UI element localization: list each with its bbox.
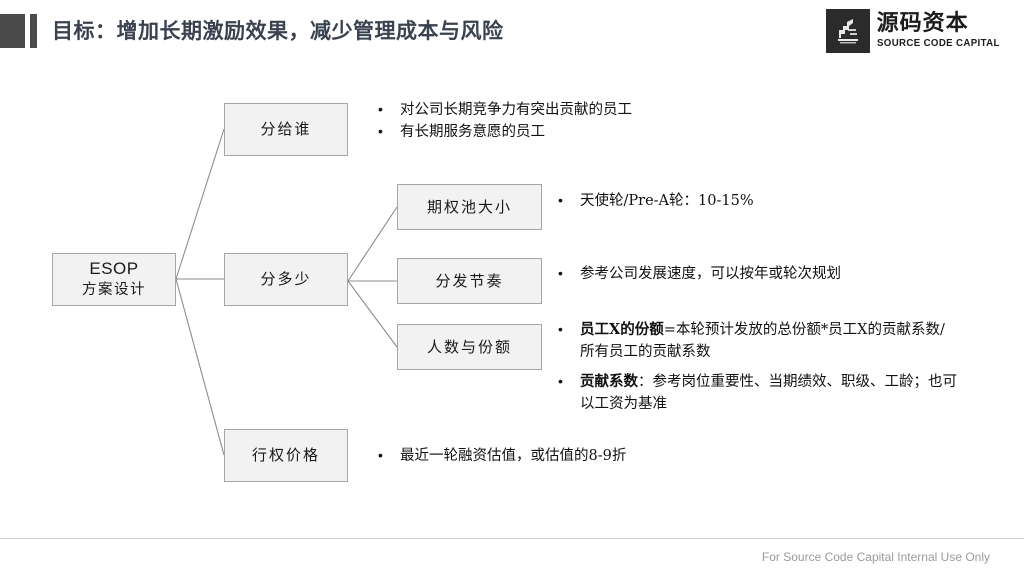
bullet-text: 员工X的份额=本轮预计发放的总份额*员工X的贡献系数/所有员工的贡献系数 — [580, 319, 958, 364]
bullet-definition: =本轮预计发放的总份额*员工X的贡献系数/所有员工的贡献系数 — [580, 322, 945, 361]
bullet-dot-icon: • — [378, 101, 383, 117]
node-distribution-rhythm[interactable]: 分发节奏 — [397, 258, 542, 304]
footer-divider — [0, 538, 1024, 539]
page-title: 目标：增加长期激励效果，减少管理成本与风险 — [52, 19, 504, 43]
title-accent-block — [0, 14, 25, 48]
bullets-who-gets: • 对公司长期竞争力有突出贡献的员工 • 有长期服务意愿的员工 — [378, 99, 798, 144]
node-pool-size-label: 期权池大小 — [426, 197, 512, 216]
bullet-term: 贡献系数 — [580, 372, 638, 390]
node-how-much-label: 分多少 — [260, 270, 312, 289]
bullet-dot-icon: • — [558, 265, 563, 281]
bullet-dot-icon: • — [378, 123, 383, 140]
node-who-gets-label: 分给谁 — [260, 120, 312, 139]
node-pool-size[interactable]: 期权池大小 — [397, 184, 542, 230]
diagram-connectors — [175, 128, 398, 456]
bullet-dot-icon: • — [558, 192, 563, 208]
node-esop-label-cn: 方案设计 — [82, 282, 146, 299]
bullet-text: 最近一轮融资估值，或估值的8-9折 — [400, 448, 627, 464]
bullet-text: 天使轮/Pre-A轮：10-15% — [580, 193, 754, 209]
node-exercise-price-label: 行权价格 — [251, 446, 320, 465]
bullets-pool-size: • 天使轮/Pre-A轮：10-15% — [558, 190, 958, 212]
logo-emblem-icon — [825, 9, 870, 53]
diagram-canvas: ESOP 方案设计 分给谁 分多少 行权价格 期权池大小 分发节奏 人数与份额 … — [0, 62, 1024, 538]
bullet-text: 有长期服务意愿的员工 — [400, 124, 545, 141]
node-headcount-and-share[interactable]: 人数与份额 — [397, 324, 542, 370]
bullets-distribution-rhythm: • 参考公司发展速度，可以按年或轮次规划 — [558, 263, 978, 285]
node-who-gets[interactable]: 分给谁 — [224, 103, 348, 156]
slide-header: 目标：增加长期激励效果，减少管理成本与风险 源码资本 SOURCE CODE C… — [0, 0, 1024, 62]
bullet-text: 贡献系数：参考岗位重要性、当期绩效、职级、工龄；也可以工资为基准 — [580, 371, 958, 416]
bullet-dot-icon: • — [558, 372, 563, 389]
bullet-item: • 员工X的份额=本轮预计发放的总份额*员工X的贡献系数/所有员工的贡献系数 — [558, 319, 958, 364]
node-esop-label-en: ESOP — [89, 259, 139, 279]
node-exercise-price[interactable]: 行权价格 — [224, 429, 348, 482]
node-distribution-rhythm-label: 分发节奏 — [435, 271, 504, 290]
bullets-headcount-and-share: • 员工X的份额=本轮预计发放的总份额*员工X的贡献系数/所有员工的贡献系数 •… — [558, 319, 958, 423]
bullet-dot-icon: • — [558, 321, 563, 337]
node-esop-plan-design[interactable]: ESOP 方案设计 — [52, 253, 176, 306]
node-how-much[interactable]: 分多少 — [224, 253, 348, 306]
footer-confidentiality-note: For Source Code Capital Internal Use Onl… — [761, 550, 990, 564]
bullet-text: 参考公司发展速度，可以按年或轮次规划 — [580, 266, 841, 282]
bullet-term: 员工X的份额 — [580, 321, 664, 338]
bullet-item: • 参考公司发展速度，可以按年或轮次规划 — [558, 263, 978, 285]
bullets-exercise-price: • 最近一轮融资估值，或估值的8-9折 — [378, 445, 798, 467]
bullet-item: • 对公司长期竞争力有突出贡献的员工 — [378, 99, 798, 121]
logo-english-name: SOURCE CODE CAPITAL — [876, 37, 1000, 50]
bullet-item: • 天使轮/Pre-A轮：10-15% — [558, 190, 958, 212]
bullet-item: • 贡献系数：参考岗位重要性、当期绩效、职级、工龄；也可以工资为基准 — [558, 371, 958, 416]
logo-wordmark: 源码资本 SOURCE CODE CAPITAL — [877, 13, 1010, 49]
bullet-definition: ：参考岗位重要性、当期绩效、职级、工龄；也可以工资为基准 — [580, 373, 957, 413]
node-headcount-and-share-label: 人数与份额 — [426, 337, 512, 356]
bullet-item: • 有长期服务意愿的员工 — [378, 121, 798, 143]
bullet-text: 对公司长期竞争力有突出贡献的员工 — [400, 102, 632, 118]
brand-logo: 源码资本 SOURCE CODE CAPITAL — [825, 8, 1010, 54]
title-accent-bar — [30, 14, 37, 48]
bullet-item: • 最近一轮融资估值，或估值的8-9折 — [378, 445, 798, 467]
bullet-dot-icon: • — [378, 447, 383, 463]
logo-chinese-name: 源码资本 — [876, 11, 969, 37]
